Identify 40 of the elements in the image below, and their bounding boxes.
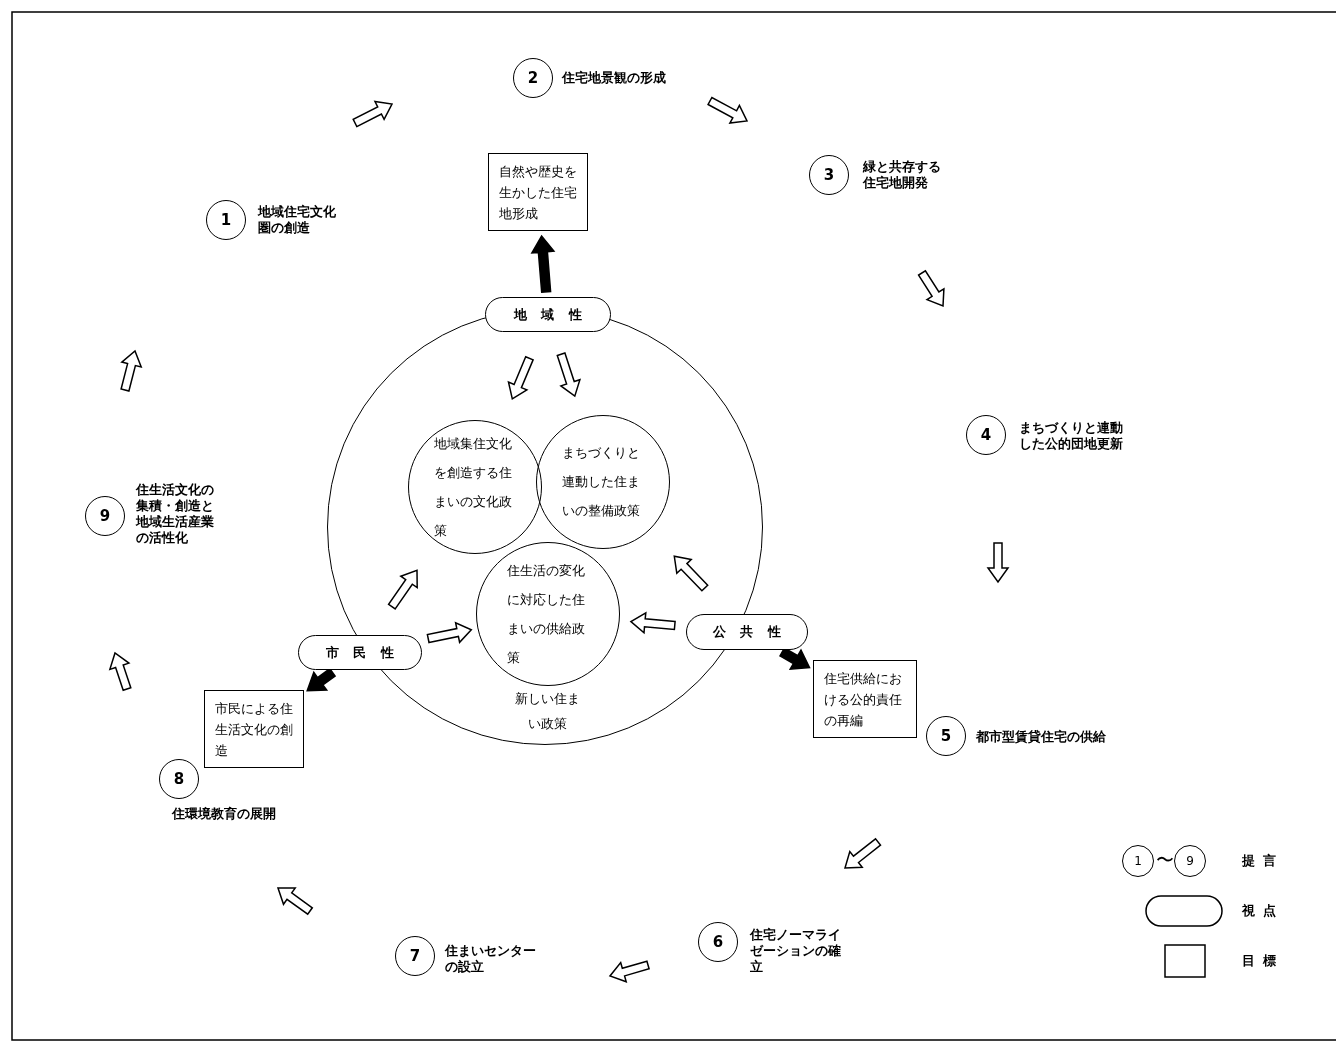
policy-title: 新しい住まい政策 (513, 690, 581, 733)
goal-box: 自然や歴史を生かした住宅地形成 (488, 153, 588, 231)
proposal-text: 都市型賃貸住宅の供給 (976, 729, 1107, 745)
block-arrow (507, 355, 535, 401)
numbered-circle: 1 (206, 200, 246, 240)
proposal-text: 住宅地景観の形成 (562, 70, 667, 86)
block-arrow (426, 621, 473, 644)
block-arrow (530, 234, 556, 294)
proposal-text: 住生活文化の集積・創造と地域生活産業の活性化 (136, 482, 215, 546)
viewpoint-pill: 市民性 (298, 635, 422, 670)
numbered-circle: 9 (85, 496, 125, 536)
numbered-circle: 8 (159, 759, 199, 799)
legend-circle: 9 (1174, 845, 1206, 877)
block-arrow (556, 352, 582, 398)
proposal-text: 住環境教育の展開 (172, 806, 277, 822)
block-arrow (387, 569, 418, 610)
numbered-circle: 7 (395, 936, 435, 976)
numbered-circle: 5 (926, 716, 966, 756)
goal-box: 住宅供給における公的責任の再編 (813, 660, 917, 738)
proposal-text: まちづくりと連動した公的団地更新 (1019, 420, 1123, 452)
proposal-text: 住まいセンターの設立 (445, 943, 537, 975)
block-arrow (306, 667, 337, 692)
legend-text: 目標 (1242, 952, 1285, 970)
numbered-circle: 3 (809, 155, 849, 195)
goal-box: 市民による住生活文化の創造 (204, 690, 304, 768)
legend-text: 提言 (1242, 852, 1285, 870)
legend-text: 視点 (1242, 902, 1285, 920)
viewpoint-pill: 地域性 (485, 297, 611, 332)
proposal-text: 地域住宅文化圏の創造 (258, 204, 337, 236)
legend-circle: 1 (1122, 845, 1154, 877)
viewpoint-pill: 公共性 (686, 614, 808, 650)
numbered-circle: 2 (513, 58, 553, 98)
proposal-text: 緑と共存する住宅地開発 (863, 159, 942, 191)
numbered-circle: 4 (966, 415, 1006, 455)
block-arrow (673, 555, 709, 592)
tilde-sign: 〜 (1156, 849, 1175, 871)
block-arrow (629, 611, 676, 635)
numbered-circle: 6 (698, 922, 738, 962)
block-arrow (778, 647, 811, 671)
proposal-text: 住宅ノーマライゼーションの確立 (750, 927, 842, 975)
